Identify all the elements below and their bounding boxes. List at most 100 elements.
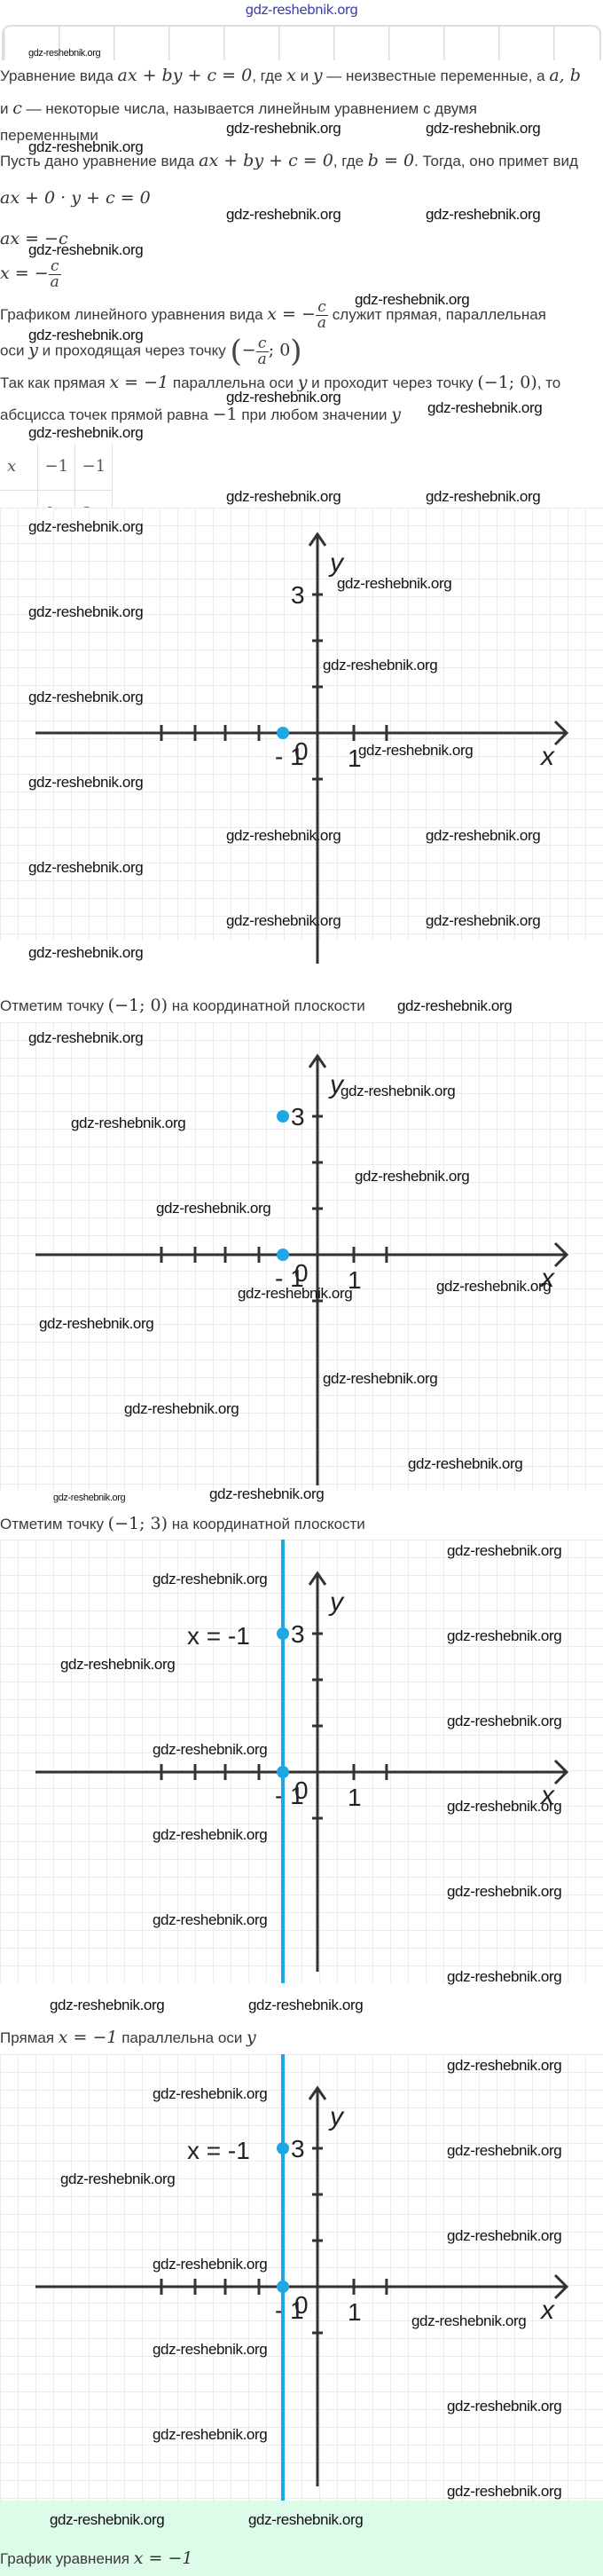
- math-c: c: [12, 98, 22, 118]
- watermark: gdz-reshebnik.org: [447, 1713, 562, 1729]
- math-point: (−1; 0): [107, 996, 168, 1015]
- point-minus1-3: [277, 1627, 289, 1640]
- watermark: gdz-reshebnik.org: [153, 2085, 268, 2102]
- origin-label: 0: [294, 1259, 309, 1287]
- tick-label-minus-1: - 1: [275, 2296, 304, 2324]
- watermark: gdz-reshebnik.org: [408, 1455, 523, 1472]
- y-axis-label: y: [328, 2102, 345, 2131]
- x-axis-arrow-icon: [553, 720, 569, 746]
- paragraph-line-x-minus-1-line2: абсцисса точек прямой равна −1 при любом…: [0, 405, 401, 424]
- watermark: gdz-reshebnik.org: [124, 1400, 239, 1417]
- math-text: ; 0: [268, 340, 291, 360]
- watermark: gdz-reshebnik.org: [50, 2511, 165, 2528]
- top-ruler-bar: [2, 25, 601, 60]
- watermark: gdz-reshebnik.org: [426, 488, 541, 505]
- text: — некоторые числа, называется линейным у…: [21, 100, 477, 117]
- text: служит прямая, параллельная: [328, 305, 546, 323]
- paragraph-definition-line3: переменными: [0, 127, 98, 144]
- watermark: gdz-reshebnik.org: [426, 912, 541, 929]
- x-axis-arrow-icon: [553, 1759, 569, 1785]
- tick-label-3: 3: [291, 581, 305, 609]
- x-axis-label: x: [539, 1781, 555, 1810]
- y-axis-label: y: [328, 1070, 345, 1099]
- tick-label-3: 3: [291, 2135, 305, 2162]
- watermark: gdz-reshebnik.org: [447, 1542, 562, 1559]
- fraction-numerator: c: [255, 335, 269, 352]
- caption-mark-point-2: Отметим точку (−1; 3) на координатной пл…: [0, 1514, 365, 1533]
- tick-label-3: 3: [291, 1103, 305, 1130]
- origin-label: 0: [294, 2291, 309, 2319]
- watermark: gdz-reshebnik.org: [226, 488, 341, 505]
- watermark: gdz-reshebnik.org: [337, 575, 452, 592]
- fraction-denominator: a: [50, 273, 59, 291]
- watermark: gdz-reshebnik.org: [447, 2057, 562, 2074]
- point-minus1-0: [277, 727, 289, 739]
- watermark: gdz-reshebnik.org: [226, 206, 341, 223]
- site-logo[interactable]: gdz-reshebnik.org: [245, 2, 358, 18]
- text: и: [295, 67, 313, 84]
- math-y: y: [391, 405, 401, 424]
- math-x: x: [286, 66, 296, 85]
- watermark: gdz-reshebnik.org: [153, 2341, 268, 2358]
- text: и проходящая через точку: [37, 342, 231, 359]
- text: оси: [0, 342, 29, 359]
- text: абсцисса точек прямой равна: [0, 406, 213, 423]
- point-minus1-3: [277, 2142, 289, 2155]
- math-general-equation: ax + by + c = 0: [199, 151, 333, 170]
- watermark: gdz-reshebnik.org: [28, 859, 144, 876]
- watermark: gdz-reshebnik.org: [28, 48, 101, 59]
- watermark: gdz-reshebnik.org: [238, 1285, 353, 1302]
- caption-final-graph: График уравнения x = −1: [0, 2548, 192, 2568]
- text: и: [0, 100, 13, 117]
- point-minus1-0: [277, 1766, 289, 1778]
- text: Так как прямая: [0, 374, 110, 391]
- watermark: gdz-reshebnik.org: [28, 241, 144, 258]
- watermark: gdz-reshebnik.org: [28, 944, 144, 961]
- math-x-equals-minus-1: x = −1: [58, 2028, 118, 2047]
- line-label: x = -1: [187, 2137, 250, 2164]
- x-axis-arrow-icon: [553, 1241, 569, 1268]
- math-y: y: [247, 2028, 256, 2047]
- watermark: gdz-reshebnik.org: [53, 1493, 126, 1503]
- paragraph-definition-line1: Уравнение вида ax + by + c = 0, где x и …: [0, 66, 581, 85]
- fraction-denominator: a: [257, 350, 267, 368]
- watermark: gdz-reshebnik.org: [355, 1168, 470, 1185]
- table-row-x: x −1 −1: [0, 444, 113, 491]
- answer-band: [0, 2501, 603, 2576]
- y-axis-arrow-icon: [308, 1571, 327, 1586]
- paren-close: ): [290, 334, 302, 369]
- watermark: gdz-reshebnik.org: [226, 827, 341, 844]
- tick-label-1: 1: [348, 2298, 362, 2326]
- point-minus1-0: [277, 1249, 289, 1261]
- fraction-numerator: c: [48, 259, 61, 275]
- x-axis-label: x: [539, 1264, 555, 1293]
- watermark: gdz-reshebnik.org: [50, 1997, 165, 2013]
- watermark: gdz-reshebnik.org: [226, 389, 341, 406]
- watermark: gdz-reshebnik.org: [156, 1200, 271, 1217]
- x-axis-label: x: [539, 742, 555, 771]
- y-axis-arrow-icon: [308, 1053, 327, 1068]
- origin-label: 0: [294, 1776, 309, 1804]
- math-y: y: [312, 66, 323, 85]
- text: Пусть дано уравнение вида: [0, 153, 200, 169]
- text: параллельна оси: [117, 2029, 247, 2046]
- text: График уравнения: [0, 2550, 134, 2567]
- watermark: gdz-reshebnik.org: [323, 1370, 438, 1387]
- watermark: gdz-reshebnik.org: [341, 1083, 456, 1099]
- caption-mark-point-1: Отметим точку (−1; 0) на координатной пл…: [0, 996, 365, 1015]
- x-axis-arrow-icon: [553, 2273, 569, 2300]
- watermark: gdz-reshebnik.org: [153, 1571, 268, 1587]
- y-axis-arrow-icon: [308, 2085, 327, 2100]
- watermark: gdz-reshebnik.org: [426, 827, 541, 844]
- watermark: gdz-reshebnik.org: [397, 997, 513, 1014]
- fraction-denominator: a: [317, 314, 327, 332]
- watermark: gdz-reshebnik.org: [153, 2256, 268, 2273]
- watermark: gdz-reshebnik.org: [447, 1883, 562, 1900]
- paragraph-definition-line2: и c — некоторые числа, называется линейн…: [0, 98, 477, 118]
